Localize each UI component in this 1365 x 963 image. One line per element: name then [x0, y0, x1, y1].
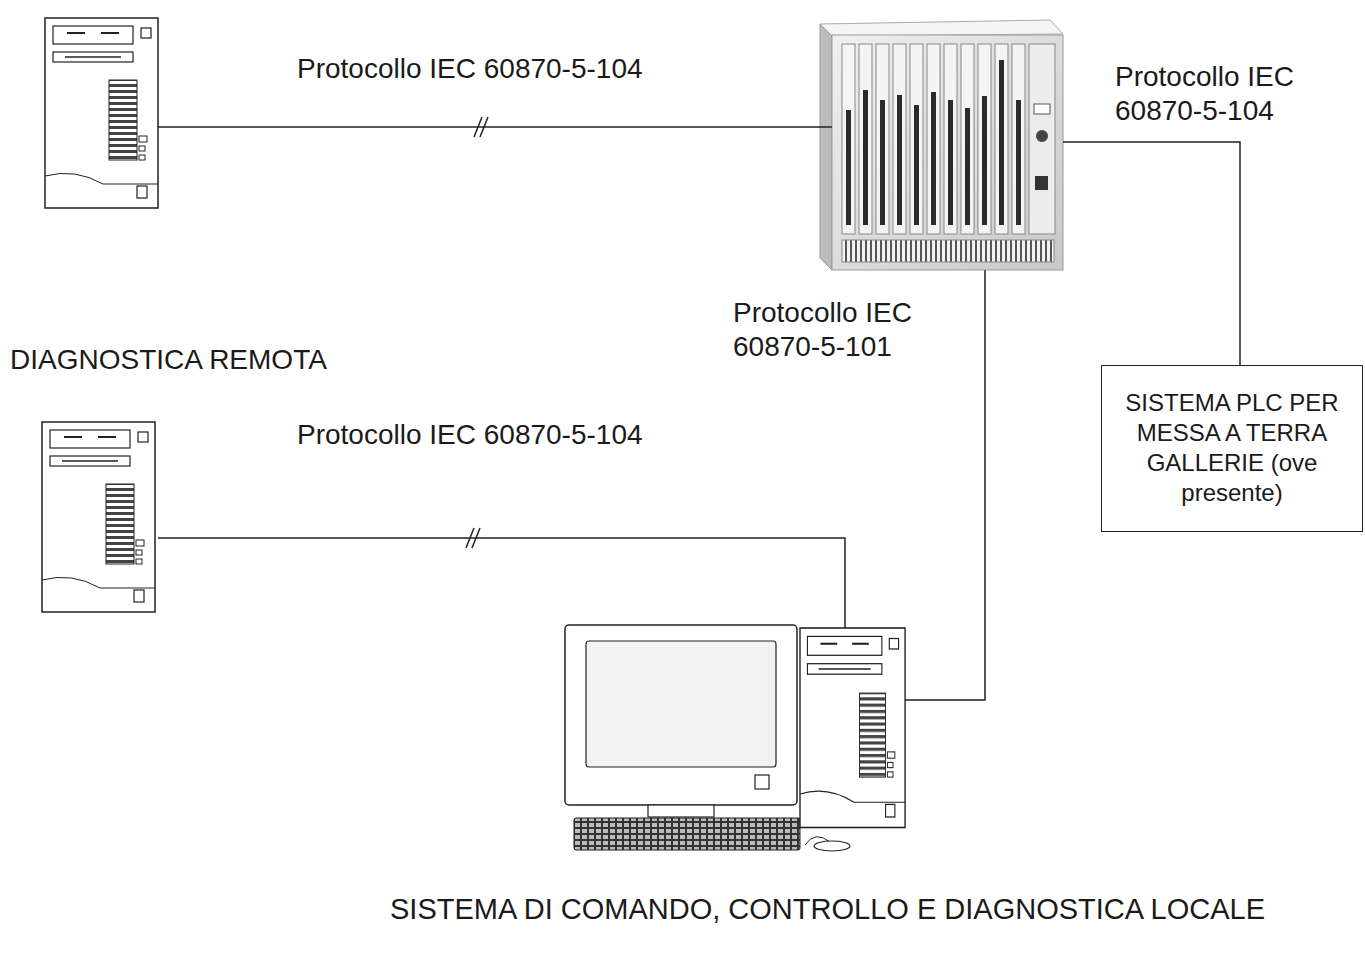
remote-pc-top [45, 18, 158, 208]
rack-modules [846, 110, 851, 225]
link-wires [1063, 142, 1240, 365]
rack-modules [927, 44, 940, 234]
link-wires [158, 538, 845, 628]
rack-modules [1034, 104, 1050, 114]
protocol-label: Protocollo IEC 60870-5-104 [1115, 60, 1330, 128]
local-system: SISTEMA DI COMANDO, CONTROLLO E DIAGNOST… [390, 615, 1270, 928]
rack-modules [1012, 44, 1025, 234]
rack-modules [897, 95, 902, 225]
rack-modules [1035, 176, 1048, 190]
rtu-rack [842, 240, 1054, 262]
link-wires [472, 528, 480, 548]
local-computer [755, 775, 769, 789]
local-computer [800, 628, 905, 828]
rack-modules [978, 44, 991, 234]
link-wires [158, 126, 832, 128]
local-computer [800, 628, 905, 828]
system-caption: SISTEMA DI COMANDO, CONTROLLO E DIAGNOST… [390, 893, 1270, 926]
rack-modules [961, 44, 974, 234]
rack-modules [880, 100, 885, 225]
remote-pc-bottom [42, 422, 155, 612]
plc-system-box: SISTEMA PLC PER MESSA A TERRA GALLERIE (… [1101, 365, 1363, 532]
protocol-label: Protocollo IEC 60870-5-104 [297, 52, 643, 86]
local-computer [814, 841, 850, 851]
link-wires [158, 117, 1240, 700]
rack-modules [842, 44, 1055, 234]
protocol-label: Protocollo IEC 60870-5-104 [297, 418, 643, 452]
link-wires [905, 270, 985, 700]
rack-modules [965, 108, 970, 225]
remote-pc-top [45, 18, 158, 208]
local-computer [565, 625, 905, 851]
local-computer [574, 818, 800, 850]
rack-modules [1029, 44, 1055, 234]
local-computer [586, 641, 776, 767]
rack-modules [995, 44, 1008, 234]
protocol-label: Protocollo IEC 60870-5-101 [733, 296, 973, 364]
rack-modules [910, 44, 923, 234]
rtu-rack [832, 35, 1063, 270]
rack-modules [859, 44, 872, 234]
rack-modules [982, 96, 987, 225]
rack-modules [914, 105, 919, 225]
rtu-rack [820, 24, 832, 270]
group-label: DIAGNOSTICA REMOTA [10, 343, 327, 377]
box-text: SISTEMA PLC PER MESSA A TERRA GALLERIE (… [1108, 388, 1356, 508]
rack-modules [999, 60, 1004, 225]
rack-modules [842, 44, 855, 234]
rack-modules [1036, 130, 1048, 142]
rack-modules [1016, 100, 1021, 225]
rack-modules [948, 100, 953, 225]
rtu-rack [820, 20, 1063, 270]
local-computer [565, 625, 797, 805]
remote-pc-bottom [42, 422, 155, 612]
rack-modules [931, 92, 936, 225]
local-computer [648, 805, 714, 817]
rack-modules [944, 44, 957, 234]
rack-modules [876, 44, 889, 234]
rtu-rack [820, 20, 1063, 36]
rack-modules [863, 90, 868, 225]
link-wires [480, 117, 488, 137]
rack-modules [893, 44, 906, 234]
